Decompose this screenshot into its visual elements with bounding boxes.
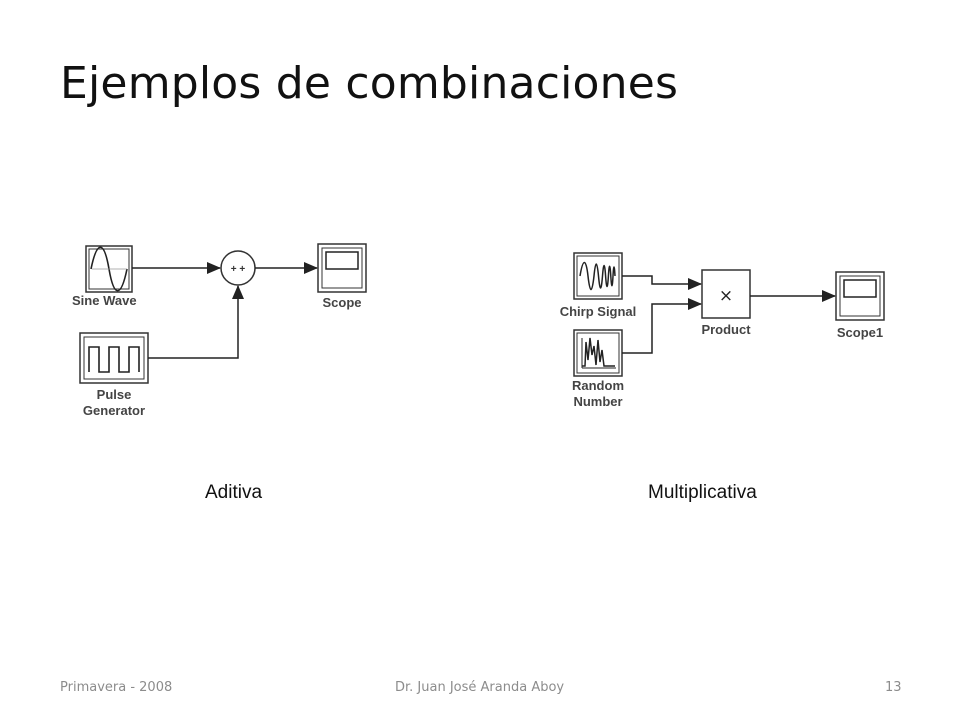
product-symbol: × bbox=[719, 286, 733, 306]
multiplicative-diagram: Chirp Signal Random Number × Product Sco… bbox=[560, 252, 885, 409]
scope1-block[interactable] bbox=[835, 271, 885, 321]
random-to-product-line bbox=[622, 298, 702, 354]
scope-screen-icon bbox=[325, 251, 359, 270]
pulse-generator-block[interactable] bbox=[79, 332, 149, 384]
footer-date: Primavera - 2008 bbox=[60, 680, 173, 695]
footer-author: Dr. Juan José Aranda Aboy bbox=[395, 680, 565, 695]
product-label: Product bbox=[701, 322, 751, 337]
pulse-generator-label-1: Pulse bbox=[97, 387, 132, 402]
scope-block[interactable] bbox=[317, 243, 367, 293]
random-number-label-1: Random bbox=[572, 378, 624, 393]
random-number-block[interactable] bbox=[573, 329, 623, 377]
scope-label: Scope bbox=[322, 295, 361, 310]
chirp-wave-icon bbox=[579, 261, 616, 291]
pulse-generator-label-2: Generator bbox=[83, 403, 145, 418]
slide-title: Ejemplos de combinaciones bbox=[60, 58, 679, 109]
product-block[interactable]: × bbox=[701, 269, 751, 319]
additive-caption: Aditiva bbox=[205, 482, 263, 503]
additive-diagram: Sine Wave Pulse Generator + + Scope bbox=[72, 243, 367, 418]
multiplicative-caption: Multiplicativa bbox=[648, 482, 757, 503]
sum-signs: + + bbox=[231, 264, 246, 275]
pulse-to-sum-line bbox=[148, 285, 244, 359]
chirp-to-product-line bbox=[622, 275, 702, 290]
random-signal-icon bbox=[582, 337, 615, 367]
random-number-label-2: Number bbox=[573, 394, 622, 409]
sine-wave-label: Sine Wave bbox=[72, 293, 137, 308]
chirp-signal-label: Chirp Signal bbox=[560, 304, 637, 319]
pulse-wave-icon bbox=[88, 346, 140, 373]
scope1-screen-icon bbox=[843, 279, 877, 298]
chirp-signal-block[interactable] bbox=[573, 252, 623, 300]
sum-block[interactable]: + + bbox=[220, 250, 256, 286]
sine-wave-block[interactable] bbox=[85, 245, 133, 293]
scope1-label: Scope1 bbox=[837, 325, 883, 340]
page-number: 13 bbox=[885, 680, 902, 695]
